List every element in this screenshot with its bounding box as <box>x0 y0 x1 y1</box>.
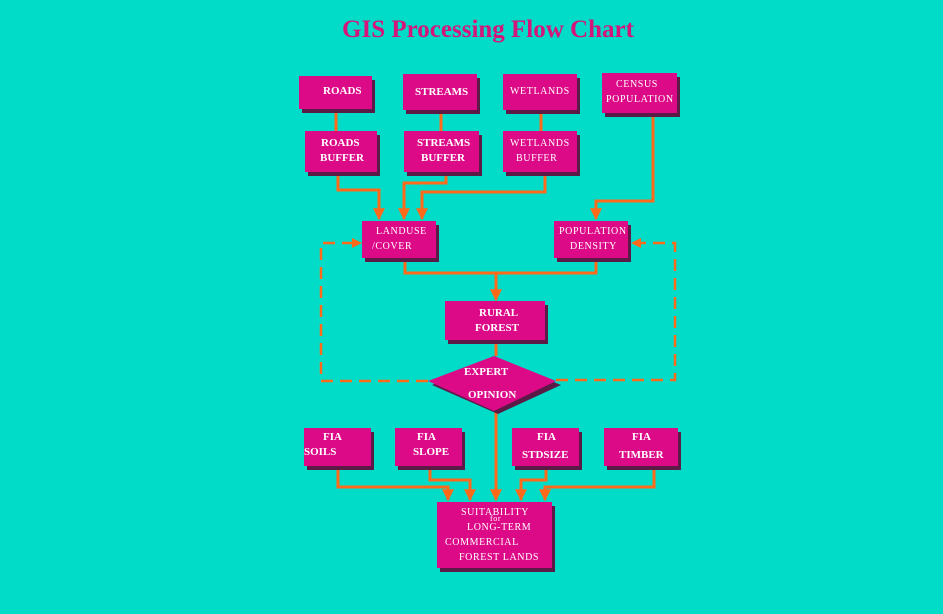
node-fia-soils-label-1: FIA <box>323 431 342 443</box>
connector-landuse-to-rural <box>403 259 598 275</box>
connector-soils-to-suitability <box>336 466 454 502</box>
node-wetlands-buffer: WETLANDS BUFFER <box>503 131 577 172</box>
node-landuse-cover: LANDUSE /COVER <box>362 221 436 258</box>
expert-opinion-label-2: OPINION <box>468 389 517 401</box>
node-streams-buffer: STREAMS BUFFER <box>404 131 479 172</box>
expert-opinion-label-1: EXPERT <box>464 366 509 378</box>
node-fia-stdsize: FIA STDSIZE <box>512 428 579 466</box>
suitability-label-5: FOREST LANDS <box>459 552 540 563</box>
node-streams-label: STREAMS <box>415 86 469 98</box>
node-fia-timber: FIA TIMBER <box>604 428 678 466</box>
connector-streams-buffer-to-landuse <box>398 172 448 221</box>
node-wetlands: WETLANDS <box>503 74 577 110</box>
node-fia-stdsize-label-1: FIA <box>537 431 556 443</box>
node-density-label-2: DENSITY <box>570 241 617 252</box>
connector-roads-buffer-to-landuse <box>336 172 385 221</box>
suitability-label-2: for <box>490 514 502 523</box>
connector-timber-to-suitability <box>539 466 656 502</box>
connector-stdsize-to-suitability <box>515 466 548 502</box>
node-fia-stdsize-label-2: STDSIZE <box>522 449 569 461</box>
node-density-label-1: POPULATION <box>559 226 627 237</box>
node-fia-slope-label-1: FIA <box>417 431 436 443</box>
connector-wetlands-buffer-to-landuse <box>416 172 547 221</box>
node-streams: STREAMS <box>403 74 477 110</box>
node-wetlands-buffer-label-2: BUFFER <box>516 153 558 164</box>
diagram-title: GIS Processing Flow Chart <box>342 16 634 43</box>
node-fia-slope: FIA SLOPE <box>395 428 462 466</box>
node-population-density: POPULATION DENSITY <box>554 221 628 258</box>
node-rural-forest: RURAL FOREST <box>445 301 545 340</box>
suitability-label-3: LONG-TERM <box>467 522 532 533</box>
node-wetlands-buffer-label-1: WETLANDS <box>510 138 570 149</box>
node-fia-soils-label-2: SOILS <box>304 446 337 458</box>
node-landuse-label-1: LANDUSE <box>376 226 427 237</box>
node-census-label-2: POPULATION <box>606 94 674 105</box>
feedback-expert-to-landuse <box>319 238 428 383</box>
connector-slope-to-suitability <box>428 466 476 502</box>
node-roads: ROADS <box>299 76 372 109</box>
feedback-expert-to-density <box>556 238 677 382</box>
node-streams-buffer-label-1: STREAMS <box>417 137 471 149</box>
suitability-label-4: COMMERCIAL <box>445 537 519 548</box>
node-roads-label: ROADS <box>323 85 362 97</box>
suitability-label-1: SUITABILITY <box>461 507 530 518</box>
node-roads-buffer: ROADS BUFFER <box>305 131 377 172</box>
node-roads-buffer-label-2: BUFFER <box>320 152 364 164</box>
node-census-population: CENSUS POPULATION <box>602 73 677 113</box>
expert-opinion-diamond <box>428 356 561 414</box>
node-fia-slope-label-2: SLOPE <box>413 446 450 458</box>
node-expert-opinion: EXPERT OPINION <box>428 355 561 415</box>
node-streams-buffer-label-2: BUFFER <box>421 152 465 164</box>
node-fia-soils: FIA SOILS <box>304 428 371 466</box>
node-rural-forest-label-2: FOREST <box>475 322 520 334</box>
node-suitability: SUITABILITY for LONG-TERM COMMERCIAL FOR… <box>437 502 552 568</box>
node-roads-buffer-label-1: ROADS <box>321 137 360 149</box>
node-wetlands-label: WETLANDS <box>510 86 570 97</box>
node-fia-timber-label-2: TIMBER <box>619 449 664 461</box>
node-landuse-label-2: /COVER <box>372 241 413 252</box>
connector-census-to-density <box>590 113 655 221</box>
node-fia-timber-label-1: FIA <box>632 431 651 443</box>
node-rural-forest-label-1: RURAL <box>479 307 519 319</box>
node-census-label-1: CENSUS <box>616 79 658 90</box>
